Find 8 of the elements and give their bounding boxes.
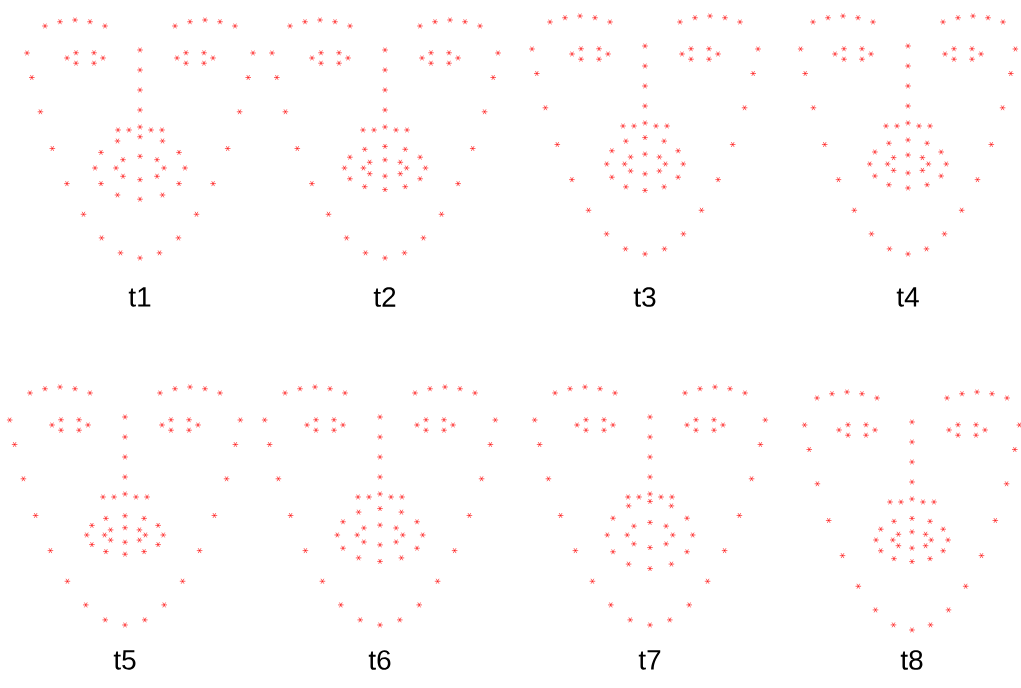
- panel-label: t8: [900, 650, 923, 670]
- panel-label: t4: [896, 287, 919, 307]
- panel-label: t7: [638, 650, 661, 670]
- panel-label: t3: [633, 287, 656, 307]
- panel-label: t2: [373, 287, 396, 307]
- panel-label: t5: [113, 650, 136, 670]
- panel-label: t6: [368, 650, 391, 670]
- panel-label: t1: [128, 287, 151, 307]
